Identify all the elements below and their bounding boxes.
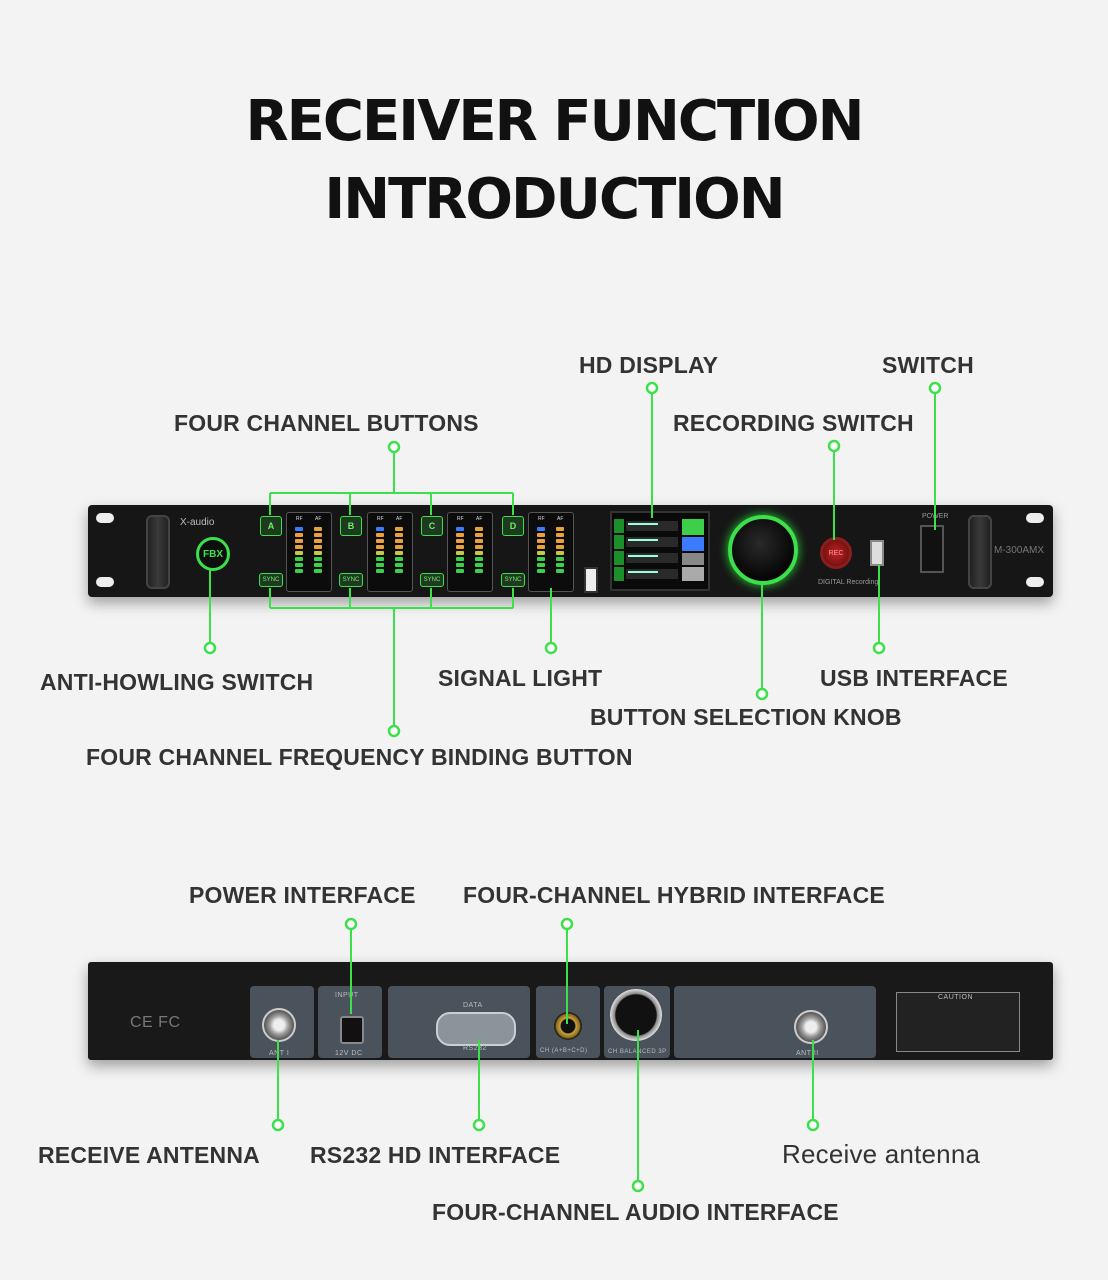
- label-audio-interface: FOUR-CHANNEL AUDIO INTERFACE: [432, 1199, 839, 1225]
- channel-c-button[interactable]: C: [421, 516, 443, 536]
- rack-ear-hole: [96, 513, 114, 523]
- channel-c-sync-button[interactable]: SYNC: [420, 573, 444, 587]
- label-frequency-binding-button: FOUR CHANNEL FREQUENCY BINDING BUTTON: [86, 744, 633, 770]
- hd-display-screen: [610, 511, 710, 591]
- label-hybrid-interface: FOUR-CHANNEL HYBRID INTERFACE: [463, 882, 885, 908]
- channel-a-sync-button[interactable]: SYNC: [259, 573, 283, 587]
- antenna-2-text: ANT II: [796, 1050, 819, 1057]
- rack-ear-hole: [96, 577, 114, 587]
- power-switch[interactable]: [920, 525, 944, 573]
- label-button-selection-knob: BUTTON SELECTION KNOB: [590, 704, 902, 730]
- dc-power-jack[interactable]: [340, 1016, 364, 1044]
- mix-text: CH (A+B+C+D): [540, 1048, 588, 1054]
- rack-ear-hole: [1026, 513, 1044, 523]
- ce-fcc-marks: CE FC: [130, 1014, 181, 1031]
- label-signal-light: SIGNAL LIGHT: [438, 665, 603, 691]
- fbx-button[interactable]: FBX: [196, 537, 230, 571]
- xlr-connector[interactable]: [610, 989, 662, 1041]
- antenna-2-connector[interactable]: [794, 1010, 828, 1044]
- channel-b-sync-button[interactable]: SYNC: [339, 573, 363, 587]
- hd-display-content: [614, 519, 704, 581]
- label-receive-antenna-left: RECEIVE ANTENNA: [38, 1142, 260, 1168]
- label-anti-howling-switch: ANTI-HOWLING SWITCH: [40, 669, 314, 695]
- page-title-line1: RECEIVER FUNCTION: [245, 89, 865, 154]
- label-hd-display: HD DISPLAY: [579, 352, 719, 378]
- rs232-text: RS232: [463, 1045, 487, 1052]
- caution-sticker: [896, 992, 1020, 1052]
- dc-text: 12V DC: [335, 1050, 363, 1057]
- digital-recording-text: DIGITAL Recording: [818, 579, 879, 586]
- label-usb-interface: USB INTERFACE: [820, 665, 1008, 691]
- model-number: M-300AMX: [994, 545, 1045, 556]
- rec-button[interactable]: REC: [820, 537, 852, 569]
- label-receive-antenna-right: Receive antenna: [782, 1139, 981, 1169]
- channel-d-button[interactable]: D: [502, 516, 524, 536]
- label-rs232-hd-interface: RS232 HD INTERFACE: [310, 1142, 561, 1168]
- label-power-interface: POWER INTERFACE: [189, 882, 416, 908]
- rack-handle-left: [146, 515, 170, 589]
- caution-text: CAUTION: [938, 994, 973, 1001]
- rack-ear-hole: [1026, 577, 1044, 587]
- label-four-channel-buttons: FOUR CHANNEL BUTTONS: [174, 410, 479, 436]
- status-indicator: [584, 567, 598, 593]
- channel-d-sync-button[interactable]: SYNC: [501, 573, 525, 587]
- input-text: INPUT: [335, 992, 359, 999]
- rack-handle-right: [968, 515, 992, 589]
- antenna-2-slot: [674, 986, 876, 1058]
- label-switch: SWITCH: [882, 352, 974, 378]
- page-title-line2: INTRODUCTION: [324, 167, 785, 232]
- channel-b-button[interactable]: B: [340, 516, 362, 536]
- label-recording-switch: RECORDING SWITCH: [673, 410, 914, 436]
- usb-port[interactable]: [870, 540, 884, 566]
- brand-logo: X-audio: [180, 517, 215, 528]
- channel-a-button[interactable]: A: [260, 516, 282, 536]
- antenna-1-connector[interactable]: [262, 1008, 296, 1042]
- rs232-port[interactable]: [436, 1012, 516, 1046]
- data-text: DATA: [463, 1002, 483, 1009]
